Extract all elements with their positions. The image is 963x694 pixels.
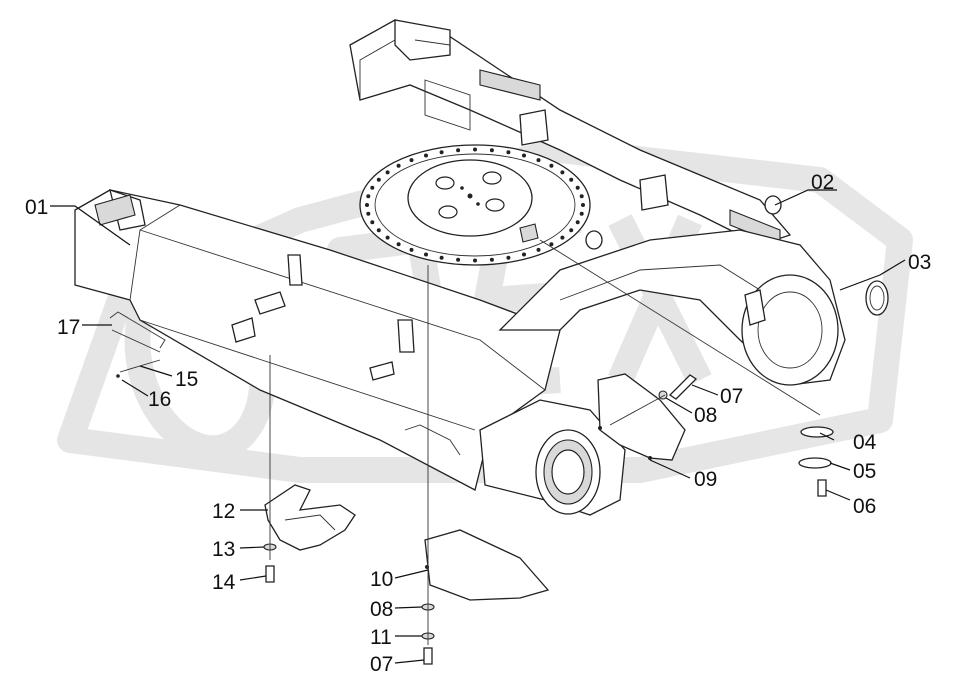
bolt-hole (579, 211, 584, 216)
bolt-14 (265, 565, 275, 583)
callout-04: 04 (853, 431, 877, 454)
bolt-06 (817, 479, 827, 497)
bolt-hole (560, 235, 565, 240)
bolt-hole (569, 177, 574, 182)
bolt-hole (439, 255, 444, 260)
callout-08-upper: 08 (694, 404, 717, 427)
plate-09 (597, 373, 686, 461)
bolt-hole (581, 203, 585, 207)
leader-lines (50, 189, 906, 664)
bolt-hole (522, 153, 526, 158)
bolt-hole (575, 220, 580, 225)
callout-12: 12 (212, 500, 235, 523)
bolt-hole (376, 228, 381, 233)
bolt-hole (560, 170, 565, 175)
bolt-circle (365, 147, 585, 263)
bolt-hole (549, 242, 554, 247)
bolt-hole (366, 194, 371, 199)
bolt-hole (439, 150, 444, 155)
callout-13: 13 (212, 538, 235, 561)
bolt-hole (376, 177, 381, 182)
bolt-hole (489, 257, 494, 262)
callout-16: 16 (148, 388, 171, 411)
bolt-hole (366, 211, 371, 216)
bolt-hole (549, 163, 554, 168)
bolt-hole (424, 153, 428, 158)
bolt-hole (522, 252, 526, 257)
plug-02 (764, 195, 782, 215)
callout-11: 11 (370, 626, 392, 649)
bolt-hole (385, 170, 390, 175)
bolt-hole (456, 257, 461, 262)
plate-10 (424, 529, 550, 601)
bolt-hole (489, 148, 494, 153)
bolt-hole (456, 148, 461, 153)
bolt-hole (536, 158, 541, 163)
callout-02: 02 (811, 171, 834, 194)
callout-17: 17 (57, 316, 80, 339)
callout-10: 10 (370, 568, 393, 591)
callout-08-lower: 08 (370, 598, 393, 621)
callout-07-lower: 07 (370, 653, 393, 676)
bolt-hole (396, 163, 401, 168)
callout-09: 09 (694, 468, 717, 491)
handle-17 (109, 311, 166, 353)
callout-07-upper: 07 (720, 385, 743, 408)
callout-05: 05 (853, 460, 876, 483)
callout-15: 15 (175, 368, 198, 391)
ring-05 (798, 457, 832, 469)
bolt-hole (396, 242, 401, 247)
bolt-hole (506, 255, 511, 260)
bolt-hole (536, 247, 541, 252)
ring-04 (800, 426, 834, 438)
callout-labels: 01 02 03 04 05 06 07 08 09 10 08 11 07 1… (25, 171, 931, 676)
bolt-hole (385, 235, 390, 240)
bolt-hole (409, 247, 414, 252)
cover-ring-03 (865, 280, 889, 316)
bolt-hole (506, 150, 511, 155)
callout-01: 01 (25, 196, 48, 219)
bolt-hole (370, 220, 375, 225)
bolt-hole (575, 185, 580, 190)
bolt-hole (370, 185, 375, 190)
callout-14: 14 (212, 571, 236, 594)
bolt-hole (473, 147, 477, 152)
assembly-lines (269, 239, 821, 645)
bolt-hole (424, 252, 428, 257)
bolt-hole (473, 258, 477, 263)
bolt-07-lower (423, 647, 433, 665)
bolt-07-upper (668, 374, 698, 400)
callout-03: 03 (908, 251, 931, 274)
callout-06: 06 (853, 495, 876, 518)
bracket-12 (264, 484, 356, 551)
bolt-hole (569, 228, 574, 233)
bolt-hole (579, 194, 584, 199)
bolt-hole (409, 158, 414, 163)
bolt-hole (365, 203, 369, 207)
